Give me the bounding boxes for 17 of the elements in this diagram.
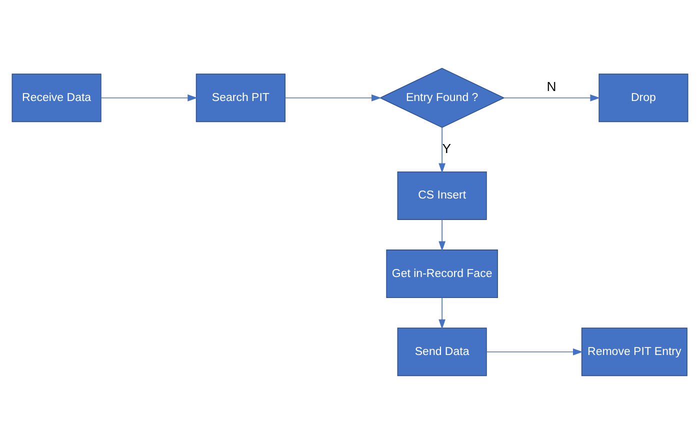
- edge-label: Y: [442, 140, 451, 156]
- arrow: [438, 218, 446, 251]
- node-box: Receive Data: [12, 73, 102, 122]
- arrow: [284, 94, 382, 101]
- node-box: Send Data: [397, 327, 487, 376]
- edge-label: N: [546, 78, 556, 94]
- node-box: Get in-Record Face: [386, 249, 498, 298]
- arrow: [486, 348, 583, 355]
- node-box: Drop: [598, 73, 688, 122]
- arrow: [438, 126, 446, 173]
- node-box: CS Insert: [397, 170, 487, 220]
- arrow: [100, 94, 198, 101]
- arrow: [504, 94, 600, 101]
- node-diamond: Entry Found ?: [379, 67, 505, 128]
- node-box: Search PIT: [196, 73, 286, 122]
- arrow: [438, 296, 446, 329]
- node-box: Remove PIT Entry: [581, 327, 688, 376]
